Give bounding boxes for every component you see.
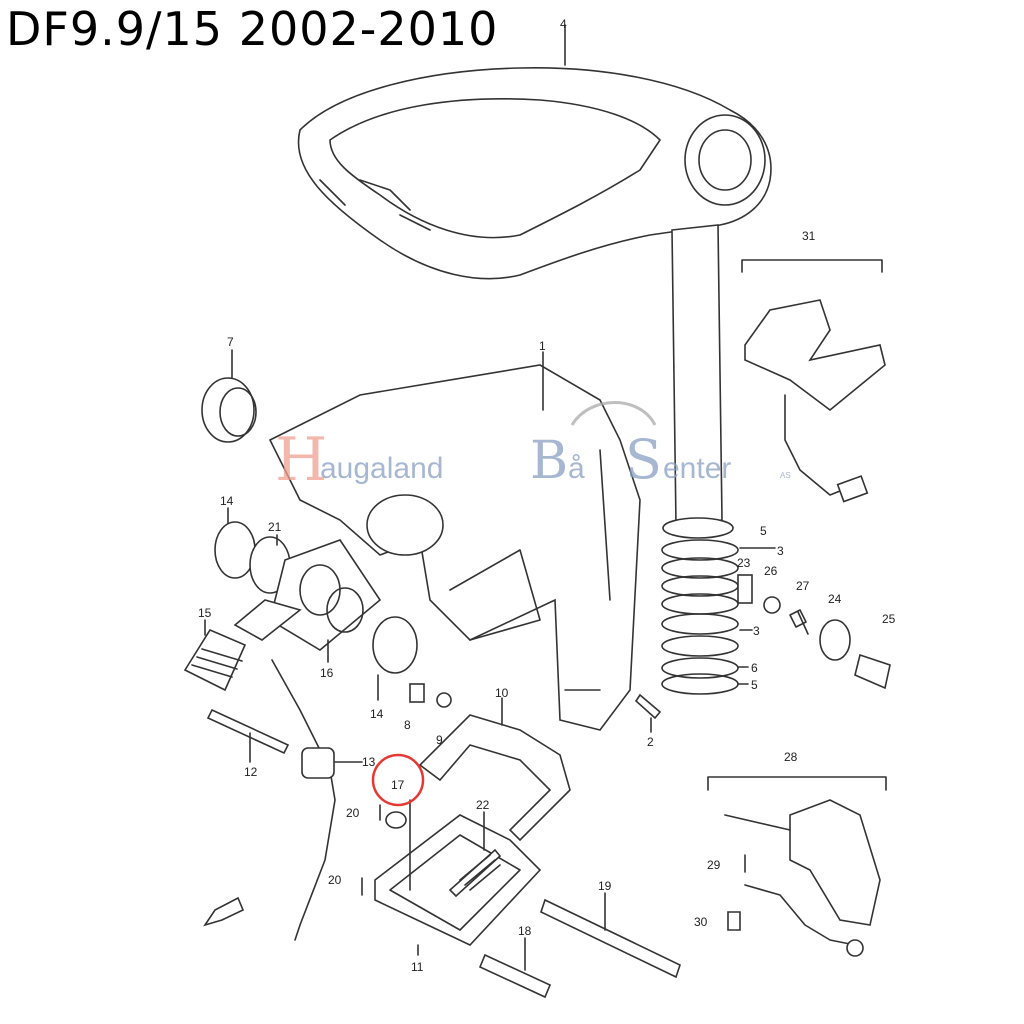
label-16: 16: [320, 666, 334, 680]
label-15: 15: [198, 606, 212, 620]
label-3b: 3: [753, 624, 760, 638]
diagram-title: DF9.9/15 2002-2010: [6, 2, 499, 56]
label-5b: 5: [751, 678, 758, 692]
part-31-assembly: [741, 259, 886, 503]
svg-text:augaland: augaland: [320, 452, 443, 485]
part-10-11-frames: [374, 697, 571, 956]
label-26: 26: [764, 564, 778, 578]
left-parts: [183, 507, 418, 701]
svg-text:å: å: [568, 452, 585, 485]
highlight-circle-part-17: [371, 753, 425, 807]
small-fasteners: [409, 683, 662, 733]
tube-pillar: [662, 224, 734, 539]
label-20: 20: [346, 806, 360, 820]
label-20b: 20: [328, 873, 342, 887]
label-28: 28: [784, 750, 798, 764]
label-30: 30: [694, 915, 708, 929]
label-14: 14: [220, 494, 234, 508]
label-3: 3: [777, 544, 784, 558]
pin-and-rod: [206, 659, 363, 941]
label-18: 18: [518, 924, 532, 938]
label-6: 6: [751, 661, 758, 675]
label-12: 12: [244, 765, 258, 779]
label-7: 7: [227, 335, 234, 349]
part-4-bracket: [297, 24, 772, 280]
label-19: 19: [598, 879, 612, 893]
label-22: 22: [476, 798, 490, 812]
label-23: 23: [737, 556, 751, 570]
label-25: 25: [882, 612, 896, 626]
pins-18-19: [478, 892, 681, 999]
label-21: 21: [268, 520, 282, 534]
label-5: 5: [760, 524, 767, 538]
label-27: 27: [796, 579, 810, 593]
front-arrow-icon: [203, 896, 245, 927]
label-1: 1: [539, 339, 546, 353]
label-17: 17: [391, 778, 405, 792]
label-10: 10: [495, 686, 509, 700]
watermark-logo: H augaland B å S enter AS: [275, 401, 791, 495]
label-11: 11: [411, 960, 424, 974]
svg-text:AS: AS: [780, 471, 791, 480]
label-13: 13: [362, 755, 376, 769]
svg-text:S: S: [625, 428, 662, 491]
parts-17-20: [361, 804, 407, 896]
label-31: 31: [802, 229, 816, 243]
spring-stack: [661, 539, 776, 695]
label-14b: 14: [370, 707, 384, 721]
part-labels: 4 31 7 1 14 21 5 3 23 26 27 24 25 15 16 …: [198, 17, 896, 974]
right-hardware: [737, 574, 891, 690]
label-8: 8: [404, 718, 411, 732]
label-9: 9: [436, 733, 443, 747]
label-4: 4: [560, 17, 567, 31]
part-7-bushing: [201, 349, 257, 443]
label-24: 24: [828, 592, 842, 606]
label-2: 2: [647, 735, 654, 749]
part-28-assembly: [707, 776, 887, 957]
label-29: 29: [707, 858, 721, 872]
svg-text:B: B: [530, 431, 568, 491]
svg-text:enter: enter: [663, 452, 731, 485]
part-1-swivel: [268, 351, 641, 731]
svg-text:H: H: [275, 425, 327, 495]
